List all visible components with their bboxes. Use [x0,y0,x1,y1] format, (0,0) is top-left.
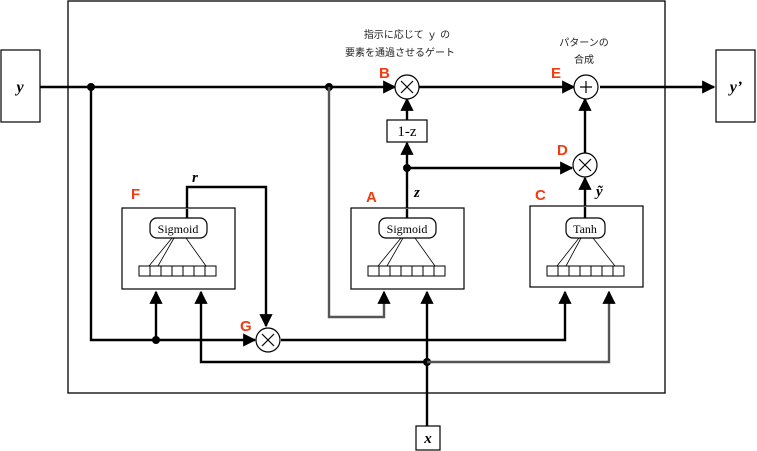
annotation-e-line2: 合成 [574,53,594,66]
z-label: z [413,185,420,201]
y-tilde-label: ỹ [594,184,603,200]
vector-cell [389,265,402,277]
block-a-vector [367,265,446,277]
operator-d-multiply [572,152,598,178]
input-y-label: y [14,79,24,96]
label-a: A [366,189,377,206]
vector-cell [422,265,435,277]
vector-cell [378,265,391,277]
vector-cell [546,265,559,277]
output-y-label: y’ [728,79,742,96]
vector-cell [171,265,184,277]
operator-g-multiply [255,327,281,353]
output-y-box: y’ [715,49,756,123]
line-y-to-a [327,87,391,319]
block-a-sigmoid: Sigmoid [350,207,465,290]
label-b: B [379,65,390,82]
vector-cell [433,265,446,277]
r-label: r [192,170,198,186]
vector-cell [367,265,380,277]
line-r-to-g [185,185,273,328]
vector-cell [160,265,173,277]
block-c-tanh: Tanh [529,205,644,288]
line-x-to-c [427,290,616,364]
vector-cell [193,265,206,277]
input-x-box: x [415,425,441,451]
input-x-label: x [423,431,432,447]
label-c: C [535,187,546,204]
one-minus-z-box: 1-z [386,119,428,143]
block-c-activation: Tanh [573,222,597,236]
block-f-activation: Sigmoid [158,222,199,236]
annotation-e-line1: パターンの [559,37,609,49]
line-x-to-f [194,290,427,364]
vector-cell [601,265,614,277]
input-y-box: y [0,49,41,123]
block-c-vector [546,265,625,277]
block-a-activation: Sigmoid [387,222,428,236]
operator-b-multiply [394,74,420,100]
vector-cell [138,265,151,277]
one-minus-z-label: 1-z [397,124,416,140]
vector-cell [411,265,424,277]
outer-frame [67,0,666,394]
vector-cell [400,265,413,277]
vector-cell [557,265,570,277]
vector-cell [149,265,162,277]
vector-cell [568,265,581,277]
annotation-b-line2: 要素を通過させるゲート [345,46,455,59]
operator-e-add [573,74,599,100]
vector-cell [204,265,217,277]
line-g-to-c [281,290,572,342]
annotation-b-line1: 指示に応じて ｙ の [364,28,450,41]
vector-cell [590,265,603,277]
vector-cell [182,265,195,277]
block-f-vector [138,265,217,277]
vector-cell [579,265,592,277]
label-g: G [240,318,252,335]
vector-cell [612,265,625,277]
label-d: D [557,142,568,159]
label-f: F [131,186,140,203]
label-e: E [551,65,561,82]
block-f-sigmoid: Sigmoid [121,207,236,290]
